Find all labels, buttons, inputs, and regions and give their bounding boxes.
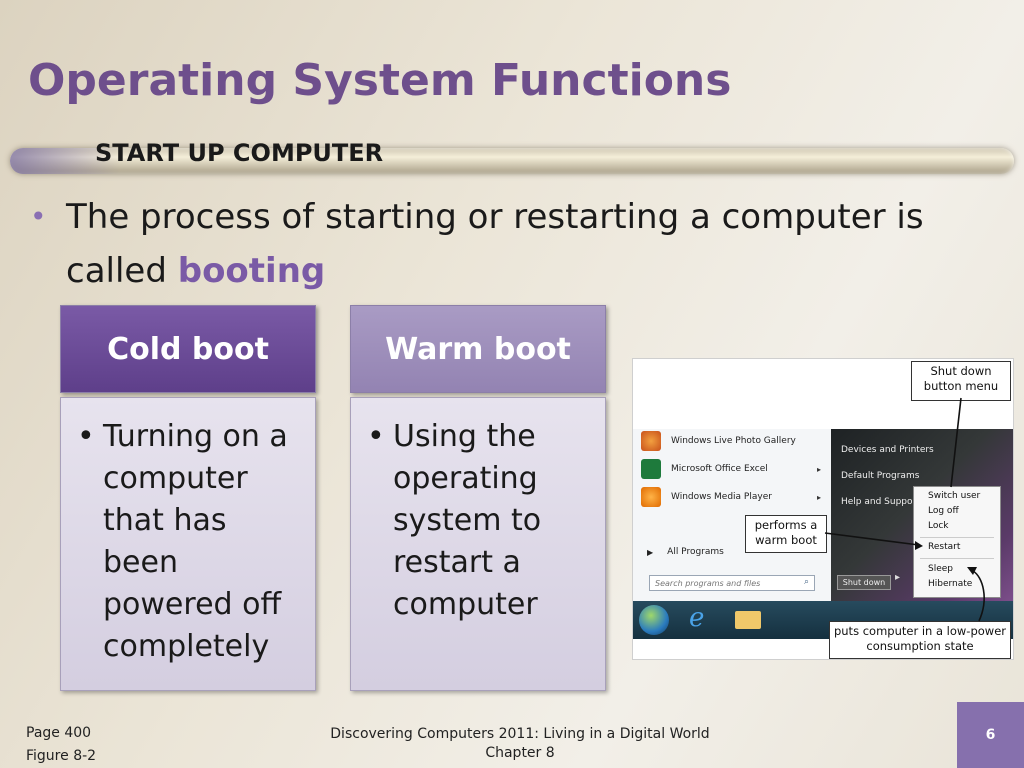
start-orb-icon	[639, 605, 669, 635]
subtitle-bar	[10, 148, 1014, 174]
callout-arrows	[824, 397, 985, 622]
search-icon: ⌕	[804, 577, 810, 587]
bullet-body: The process of starting or restarting a …	[30, 190, 1005, 298]
excel-icon	[641, 459, 661, 479]
callout-arrow	[824, 532, 920, 546]
photo-gallery-icon	[641, 431, 661, 451]
warm-boot-text: Using the operating system to restart a …	[393, 419, 542, 622]
footer-reference: Page 400 Figure 8-2	[26, 722, 96, 768]
slide-title: Operating System Functions	[28, 55, 732, 106]
chevron-right-icon: ▸	[817, 493, 822, 502]
folder-icon	[735, 611, 761, 629]
chevron-right-icon: ▸	[817, 465, 822, 474]
start-menu-figure: Windows Live Photo Gallery Microsoft Off…	[632, 358, 1014, 660]
bullet-icon: •	[367, 419, 385, 454]
chevron-right-icon: ▶	[647, 547, 654, 557]
chapter-label: Chapter 8	[485, 745, 555, 761]
shutdown-menu-callout: Shut down button menu	[911, 361, 1011, 401]
figure-reference: Figure 8-2	[26, 748, 97, 764]
cold-boot-heading: Cold boot	[60, 305, 316, 393]
list-item: Devices and Printers	[841, 445, 934, 455]
main-bullet: • The process of starting or restarting …	[30, 190, 1005, 298]
subtitle-bar-accent	[10, 148, 120, 174]
list-item: Switch user	[928, 491, 981, 501]
cold-boot-column: Cold boot • Turning on a computer that h…	[60, 305, 316, 691]
slide-subtitle: START UP COMPUTER	[95, 139, 384, 167]
warm-boot-column: Warm boot • Using the operating system t…	[350, 305, 606, 691]
list-item: Default Programs	[841, 471, 920, 481]
list-item: Windows Live Photo Gallery	[641, 431, 796, 451]
callout-arrow	[950, 397, 962, 488]
arrowhead-icon	[967, 567, 977, 575]
bullet-emphasis: booting	[177, 251, 326, 291]
chevron-right-icon: ▸	[895, 572, 901, 583]
footer-book: Discovering Computers 2011: Living in a …	[320, 725, 720, 763]
slide-number: 6	[957, 702, 1024, 768]
bullet-text: The process of starting or restarting a …	[66, 197, 924, 291]
list-item: Sleep	[928, 564, 954, 574]
cold-boot-body: • Turning on a computer that has been po…	[60, 397, 316, 691]
list-item: Microsoft Office Excel	[641, 459, 768, 479]
shutdown-menu: Switch user Log off Lock Restart Sleep H…	[913, 486, 1001, 598]
list-item: Help and Support	[841, 497, 920, 507]
internet-explorer-icon: e	[689, 603, 705, 633]
search-input: Search programs and files	[649, 575, 815, 591]
warm-boot-callout: performs a warm boot	[745, 515, 827, 553]
callout-arrow	[972, 570, 985, 622]
list-item: Windows Media Player	[641, 487, 772, 507]
menu-divider	[920, 537, 994, 538]
shutdown-button: Shut down	[837, 575, 891, 590]
list-item: Lock	[928, 521, 949, 531]
book-title: Discovering Computers 2011: Living in a …	[330, 726, 710, 742]
all-programs-item: ▶ All Programs	[647, 547, 724, 557]
low-power-callout: puts computer in a low-power consumption…	[829, 621, 1011, 659]
cold-boot-text: Turning on a computer that has been powe…	[103, 419, 288, 664]
list-item: Hibernate	[928, 579, 973, 589]
menu-divider	[920, 558, 994, 559]
warm-boot-body: • Using the operating system to restart …	[350, 397, 606, 691]
bullet-icon: •	[30, 200, 47, 233]
bullet-icon: •	[77, 419, 95, 454]
page-reference: Page 400	[26, 725, 92, 741]
arrowhead-icon	[915, 541, 923, 550]
warm-boot-heading: Warm boot	[350, 305, 606, 393]
media-player-icon	[641, 487, 661, 507]
list-item: Log off	[928, 506, 959, 516]
list-item: Restart	[928, 542, 961, 552]
